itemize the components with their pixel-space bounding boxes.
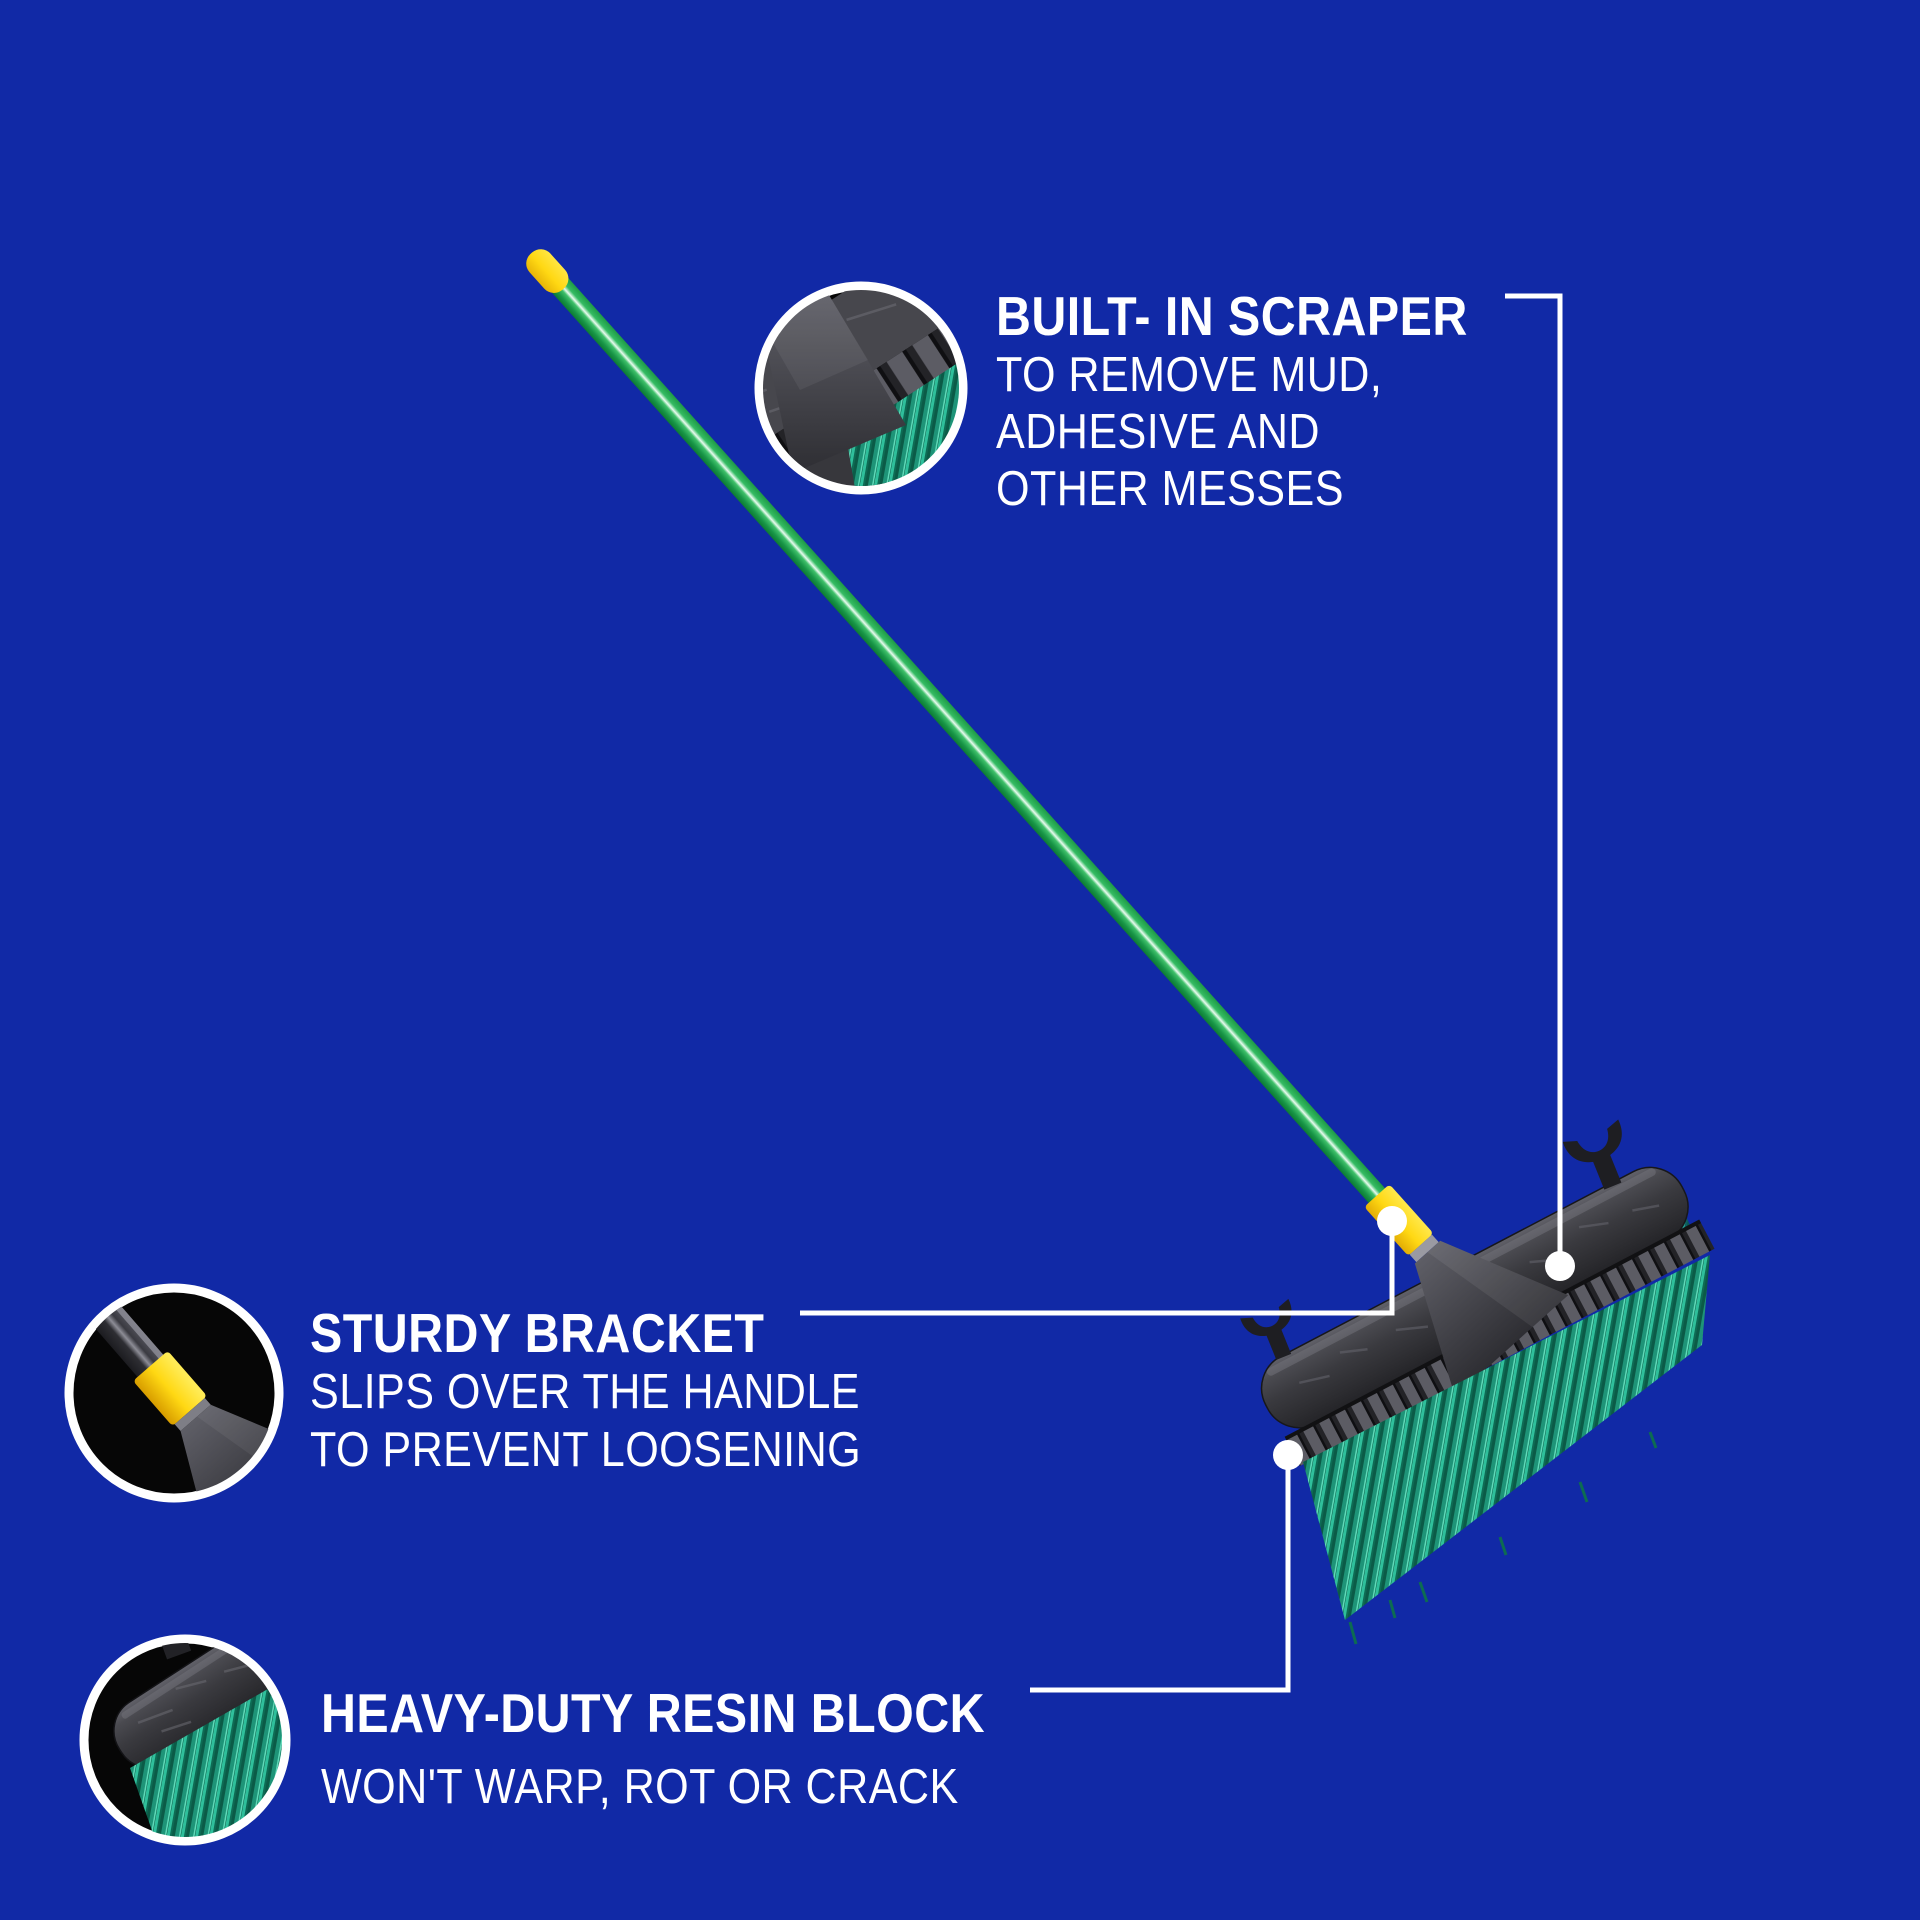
callout-scraper-line-3: OTHER MESSES bbox=[996, 462, 1344, 516]
callout-built-in-scraper: BUILT- IN SCRAPER TO REMOVE MUD, ADHESIV… bbox=[996, 285, 1532, 517]
dot-scraper bbox=[1545, 1251, 1575, 1281]
callout-resin-title: HEAVY-DUTY RESIN BLOCK bbox=[321, 1682, 986, 1744]
detail-circle-scraper bbox=[754, 281, 968, 495]
dot-resin-block bbox=[1273, 1440, 1303, 1470]
callout-sturdy-bracket: STURDY BRACKET SLIPS OVER THE HANDLE TO … bbox=[310, 1302, 861, 1478]
connector-bracket bbox=[800, 1223, 1395, 1316]
callout-scraper-line-2: ADHESIVE AND bbox=[996, 405, 1320, 459]
callout-bracket-line-1: SLIPS OVER THE HANDLE bbox=[310, 1365, 861, 1419]
callout-bracket-title: STURDY BRACKET bbox=[310, 1302, 765, 1364]
callout-bracket-line-2: TO PREVENT LOOSENING bbox=[310, 1423, 862, 1477]
connector-resin-block bbox=[1030, 1457, 1291, 1693]
callout-resin-description: WON'T WARP, ROT OR CRACK bbox=[321, 1759, 959, 1816]
handle-tip-cap bbox=[526, 249, 569, 293]
ferrule-ring bbox=[1409, 1234, 1439, 1263]
callout-scraper-title: BUILT- IN SCRAPER bbox=[996, 285, 1468, 347]
callout-heavy-duty-resin-block: HEAVY-DUTY RESIN BLOCK WON'T WARP, ROT O… bbox=[321, 1682, 1076, 1815]
callout-connectors bbox=[800, 293, 1563, 1693]
broom-handle bbox=[526, 249, 1569, 1397]
ferrule-cone bbox=[1414, 1240, 1569, 1397]
bristles bbox=[1303, 1255, 1710, 1620]
dot-bracket bbox=[1377, 1206, 1407, 1236]
callout-bracket-description: SLIPS OVER THE HANDLE TO PREVENT LOOSENI… bbox=[310, 1363, 861, 1479]
callout-scraper-line-1: TO REMOVE MUD, bbox=[996, 348, 1383, 402]
connector-scraper bbox=[1505, 293, 1563, 1266]
bristle-stray-tips bbox=[1348, 1431, 1658, 1645]
callout-scraper-description: TO REMOVE MUD, ADHESIVE AND OTHER MESSES bbox=[996, 347, 1382, 518]
callout-resin-line-1: WON'T WARP, ROT OR CRACK bbox=[321, 1760, 959, 1814]
push-broom bbox=[526, 249, 1715, 1645]
handle-shaft bbox=[548, 274, 1411, 1232]
detail-circle-resin-block bbox=[79, 1634, 291, 1846]
bracket-sleeve-closeup bbox=[134, 1352, 206, 1425]
connector-dots bbox=[1273, 1206, 1575, 1470]
